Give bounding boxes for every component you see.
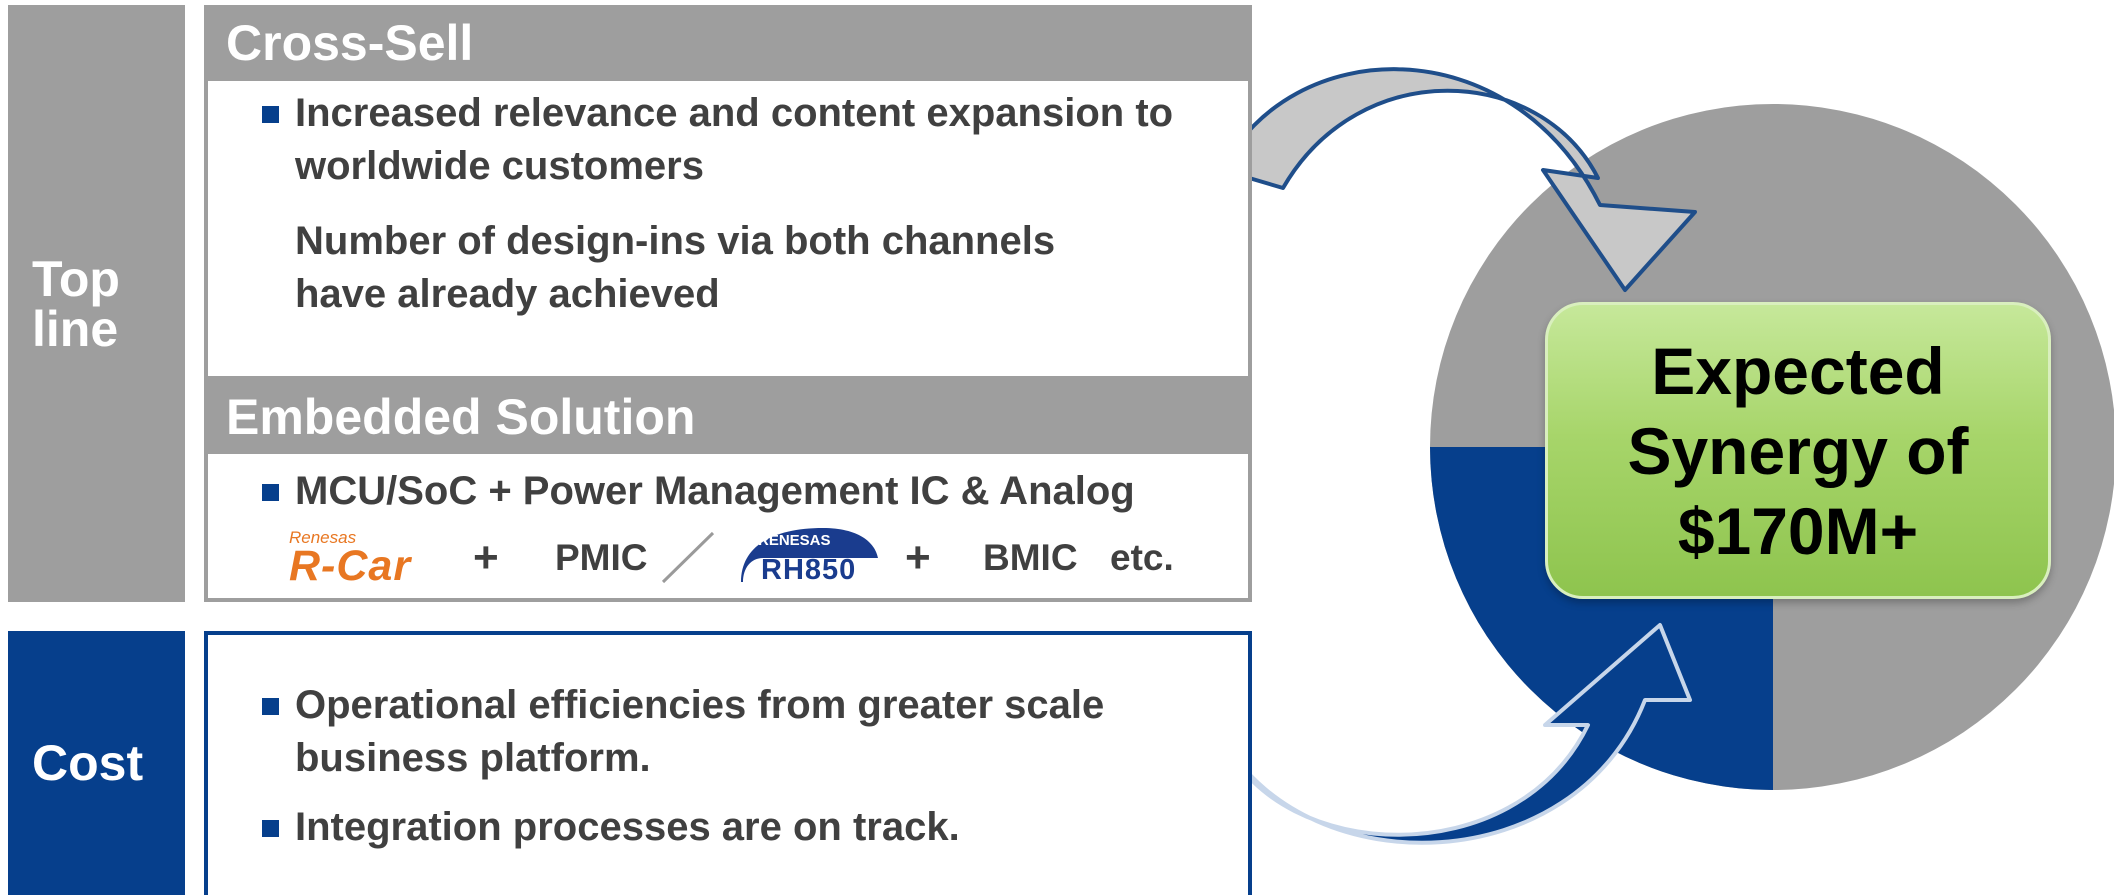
embedded-panel: [204, 454, 1252, 602]
bullet-square-icon: [262, 484, 279, 501]
plus-sign-1: +: [473, 533, 499, 582]
pmic-label: PMIC: [555, 537, 648, 578]
embedded-header: Embedded Solution: [204, 380, 1252, 454]
rcar-logo: Renesas R-Car: [289, 528, 411, 591]
bullet-square-icon: [262, 820, 279, 837]
cost-panel: [204, 631, 1252, 895]
cross-sell-arrow-item: Number of design-ins via both channels h…: [295, 215, 1155, 321]
embedded-bullet-text: MCU/SoC + Power Management IC & Analog: [295, 469, 1135, 513]
top-line-label-box: Top line: [8, 5, 185, 602]
synergy-line-1: Expected: [1651, 333, 1945, 408]
rcar-logo-text: R-Car: [289, 542, 412, 590]
bullet-square-icon: [262, 698, 279, 715]
plus-sign-2: +: [905, 533, 931, 582]
synergy-line-3: $170M+: [1677, 493, 1919, 568]
cost-bullet-1: Operational efficiencies from greater sc…: [262, 679, 1222, 785]
rh850-logo-text: RH850: [761, 554, 857, 586]
cost-bullet-2: Integration processes are on track.: [262, 801, 1222, 854]
cross-sell-bullet-text: Increased relevance and content expansio…: [295, 91, 1174, 188]
expected-synergy-box: Expected Synergy of $170M+: [1545, 302, 2051, 599]
embedded-bullet: MCU/SoC + Power Management IC & Analog: [262, 465, 1222, 518]
cost-label-box: Cost: [8, 631, 185, 895]
rh850-logo-small: RENESAS: [758, 532, 831, 549]
slash-divider: [661, 531, 715, 584]
top-curved-arrow: [1220, 67, 1697, 292]
cross-sell-panel: [204, 81, 1252, 380]
cost-label: Cost: [32, 735, 144, 791]
synergy-line-2: Synergy of: [1627, 413, 1969, 488]
rh850-logo-swoosh: [741, 528, 878, 582]
cross-sell-bullet: Increased relevance and content expansio…: [262, 87, 1222, 193]
top-line-label: Top line: [32, 250, 120, 357]
cross-sell-header: Cross-Sell: [204, 5, 1252, 81]
embedded-title: Embedded Solution: [226, 389, 696, 445]
rh850-logo: RENESAS RH850: [733, 526, 878, 586]
cost-bullet-2-text: Integration processes are on track.: [295, 805, 960, 849]
bmic-label: BMIC: [983, 537, 1078, 578]
rcar-logo-small: Renesas: [289, 528, 357, 547]
bullet-square-icon: [262, 106, 279, 123]
etc-label: etc.: [1110, 537, 1174, 578]
cross-sell-title: Cross-Sell: [226, 15, 474, 71]
cross-sell-arrow-text: Number of design-ins via both channels h…: [295, 219, 1056, 316]
cost-bullet-1-text: Operational efficiencies from greater sc…: [295, 683, 1105, 780]
bottom-curved-arrow: [1223, 623, 1692, 845]
